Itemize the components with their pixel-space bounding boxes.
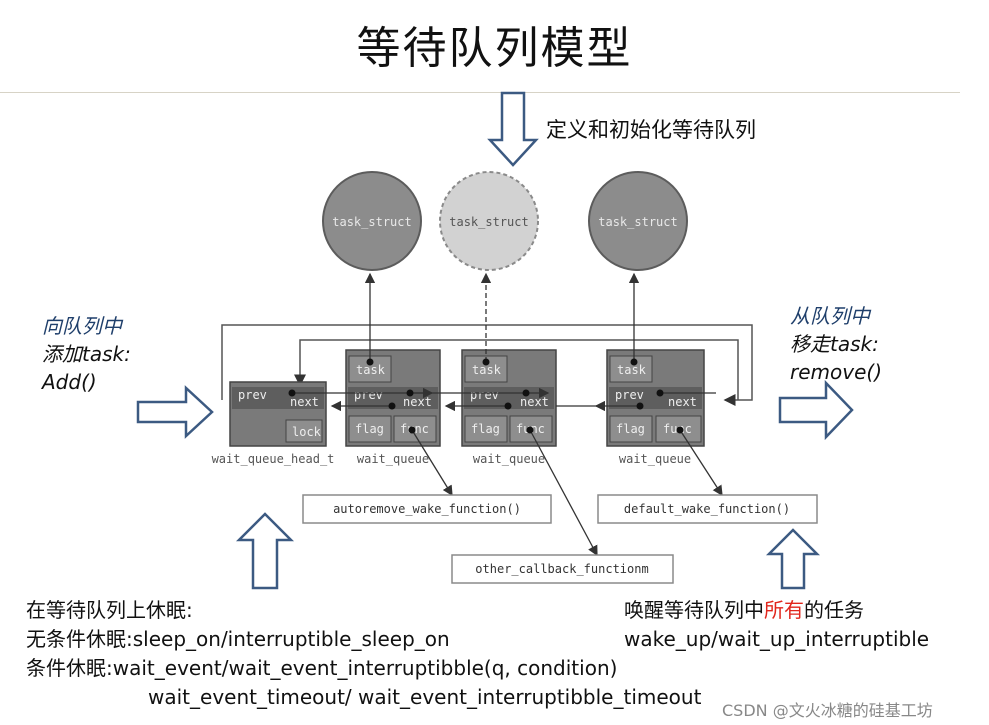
remove-label: 从队列中 移走task: remove()	[790, 302, 882, 386]
queue-caption-2: wait_queue	[473, 452, 545, 466]
up-arrow-sleep	[235, 512, 295, 590]
task-label: task	[472, 363, 502, 377]
add-line-2: 添加task:	[42, 342, 131, 366]
wake-text-all: 所有	[764, 598, 804, 622]
prev-label: prev	[238, 388, 267, 402]
list-link-outer	[221, 324, 753, 406]
sleep-unconditional-code: sleep_on/interruptible_sleep_on	[132, 627, 450, 651]
next-label: next	[403, 395, 432, 409]
define-init-label: 定义和初始化等待队列	[546, 118, 756, 142]
next-label: next	[520, 395, 549, 409]
other-callback-label: other_callback_functionm	[475, 562, 648, 576]
add-line-3: Add()	[42, 370, 97, 394]
wait-queue-head: prev next lock	[229, 381, 327, 447]
wake-line-2: wake_up/wait_up_interruptible	[624, 627, 930, 651]
sleep-line-1: 在等待队列上休眠:	[26, 598, 193, 622]
wake-text-a: 唤醒等待队列中	[624, 598, 764, 622]
remove-line-3: remove()	[790, 360, 882, 384]
task-struct-label: task_struct	[332, 215, 411, 229]
sleep-line-2: 无条件休眠:sleep_on/interruptible_sleep_on	[26, 625, 701, 654]
sleep-timeout-code: wait_event_timeout/ wait_event_interrupt…	[148, 685, 702, 709]
wake-text-c: 的任务	[804, 598, 864, 622]
queue-caption-1: wait_queue	[357, 452, 429, 466]
remove-line-2: 移走task:	[790, 332, 879, 356]
right-arrow-remove	[778, 379, 854, 441]
next-label: next	[668, 395, 697, 409]
prev-label: prev	[354, 388, 383, 402]
down-arrow-define	[487, 91, 539, 167]
other-callback-function-box: other_callback_functionm	[451, 554, 674, 584]
default-wake-function-box: default_wake_function()	[597, 494, 818, 524]
autoremove-label: autoremove_wake_function()	[333, 502, 521, 516]
prev-label: prev	[470, 388, 499, 402]
sleep-conditional-code: wait_event/wait_event_interruptibble(q, …	[112, 656, 618, 680]
task-label: task	[617, 363, 647, 377]
sleep-unconditional-prefix: 无条件休眠:	[26, 627, 133, 651]
sleep-block: 在等待队列上休眠: 无条件休眠:sleep_on/interruptible_s…	[26, 596, 701, 712]
add-label: 向队列中 添加task: Add()	[42, 312, 131, 396]
task-struct-circle-2: task_struct	[439, 171, 539, 271]
flag-label: flag	[471, 422, 500, 436]
task-struct-label: task_struct	[449, 215, 528, 229]
title-divider	[0, 92, 960, 93]
wake-line-1: 唤醒等待队列中所有的任务	[624, 596, 929, 625]
sleep-line-4: wait_event_timeout/ wait_event_interrupt…	[26, 683, 701, 712]
flag-label: flag	[355, 422, 384, 436]
link-dots	[288, 358, 684, 434]
wait-queue-node-2: task prev next flag func	[461, 349, 557, 447]
autoremove-wake-function-box: autoremove_wake_function()	[302, 494, 552, 524]
prev-label: prev	[615, 388, 644, 402]
watermark: CSDN @文火冰糖的硅基工坊	[722, 701, 933, 720]
add-line-1: 向队列中	[42, 314, 122, 338]
next-label: next	[290, 395, 319, 409]
default-wake-label: default_wake_function()	[624, 502, 790, 516]
wait-queue-node-1: task prev next flag func	[345, 349, 441, 447]
head-caption: wait_queue_head_t	[212, 452, 335, 466]
page-title: 等待队列模型	[356, 23, 633, 74]
sleep-line-3: 条件休眠:wait_event/wait_event_interruptibbl…	[26, 654, 701, 683]
wait-queue-node-3: task prev next flag func	[606, 349, 705, 447]
remove-line-1: 从队列中	[790, 304, 870, 328]
up-arrow-wake	[765, 528, 821, 590]
task-struct-label: task_struct	[598, 215, 677, 229]
task-struct-circle-3: task_struct	[588, 171, 688, 271]
wake-block: 唤醒等待队列中所有的任务 wake_up/wait_up_interruptib…	[624, 596, 929, 654]
list-link-inner	[294, 339, 739, 400]
sleep-conditional-prefix: 条件休眠:	[26, 656, 113, 680]
right-arrow-add	[136, 385, 214, 439]
task-struct-circle-1: task_struct	[322, 171, 422, 271]
task-label: task	[356, 363, 386, 377]
flag-label: flag	[616, 422, 645, 436]
queue-caption-3: wait_queue	[619, 452, 691, 466]
lock-label: lock	[292, 425, 322, 439]
